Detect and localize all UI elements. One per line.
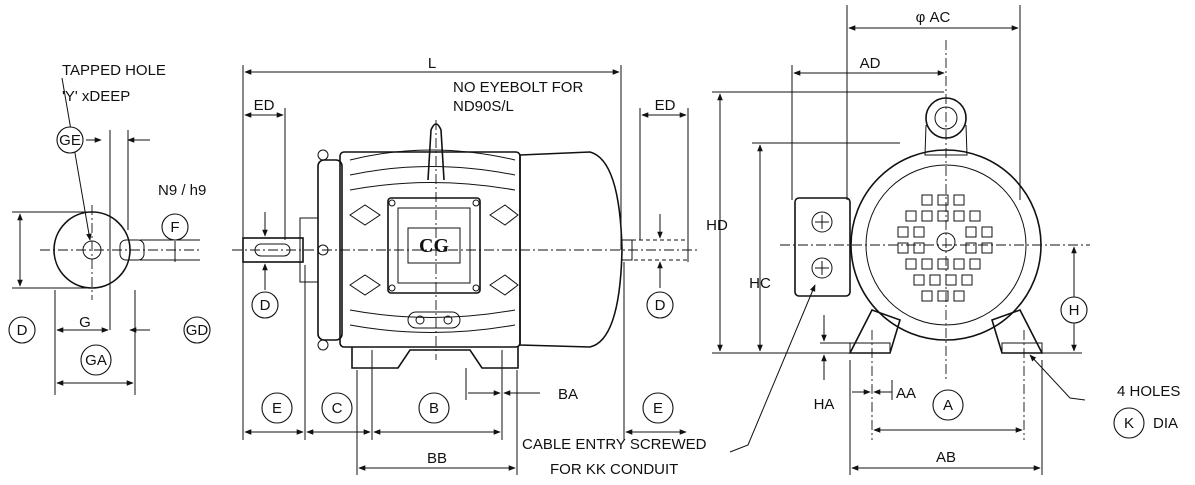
cg-logo-box	[407, 227, 461, 264]
terminal-box-end	[794, 197, 851, 297]
ed-label-right: ED	[655, 97, 676, 114]
bb-label: BB	[427, 450, 447, 467]
ad-label: AD	[860, 55, 881, 72]
ba-label: BA	[558, 386, 578, 403]
hd-label: HD	[706, 217, 728, 234]
end-elevation-view: φ AC AD	[706, 5, 1180, 475]
drive-shaft	[242, 237, 304, 263]
d-label-side-right: D	[655, 297, 666, 314]
cable-entry-leader	[729, 284, 816, 453]
holes-leader	[1029, 354, 1086, 401]
tolerance-label: N9 / h9	[158, 182, 206, 199]
fan-cowl	[519, 151, 623, 348]
gd-callout	[183, 316, 211, 344]
g-label: G	[79, 314, 91, 331]
cable-entry-conduit-note: FOR KK CONDUIT	[550, 461, 678, 478]
ac-label: φ AC	[916, 9, 951, 26]
h-callout	[1060, 296, 1088, 324]
k-label: K	[1124, 415, 1134, 432]
ha-label: HA	[814, 396, 835, 413]
ga-label: GA	[85, 352, 107, 369]
tapped-hole-depth-label: 'Y' xDEEP	[62, 88, 130, 105]
foot-left	[848, 309, 901, 354]
ed-label-left: ED	[254, 97, 275, 114]
ga-callout	[80, 344, 112, 376]
d-callout-side-left	[251, 291, 279, 319]
foot-right	[991, 309, 1044, 354]
ge-label: GE	[59, 132, 81, 149]
c-label: C	[332, 400, 343, 417]
ab-label: AB	[936, 449, 956, 466]
cg-logo: CG	[419, 235, 449, 257]
a-callout	[932, 389, 964, 421]
d-callout-left	[8, 316, 36, 344]
c-callout	[321, 392, 353, 424]
eyebolt-note-model: ND90S/L	[453, 98, 514, 115]
e-callout-right	[642, 392, 674, 424]
d-label-left: D	[17, 322, 28, 339]
eyebolt-note: NO EYEBOLT FOR	[453, 79, 583, 96]
a-label: A	[943, 397, 953, 414]
e-label-left: E	[272, 400, 282, 417]
holes-label: 4 HOLES	[1117, 383, 1180, 400]
d-callout-side-right	[646, 291, 674, 319]
k-callout	[1113, 407, 1145, 439]
h-label: H	[1069, 302, 1080, 319]
e-label-right: E	[653, 400, 663, 417]
fan-cover-vents	[897, 194, 993, 302]
hc-label: HC	[749, 275, 771, 292]
b-label: B	[429, 400, 439, 417]
f-label: F	[170, 219, 179, 236]
dia-label: DIA	[1153, 415, 1178, 432]
l-label: L	[428, 55, 436, 72]
terminal-box	[387, 197, 481, 294]
d-label-side-left: D	[260, 297, 271, 314]
gd-label: GD	[186, 322, 209, 339]
ge-callout	[56, 126, 84, 154]
cable-entry-note: CABLE ENTRY SCREWED	[522, 436, 707, 453]
motor-feet	[351, 347, 519, 369]
aa-label: AA	[896, 385, 916, 402]
e-callout-left	[261, 392, 293, 424]
b-callout	[418, 392, 450, 424]
side-elevation-view: L NO EYEBOLT FOR ND90S/L ED ED CG	[232, 55, 816, 478]
shaft-end-view: TAPPED HOLE 'Y' xDEEP GE N9 / h9 F D G	[8, 62, 211, 395]
tapped-hole-label: TAPPED HOLE	[62, 62, 166, 79]
